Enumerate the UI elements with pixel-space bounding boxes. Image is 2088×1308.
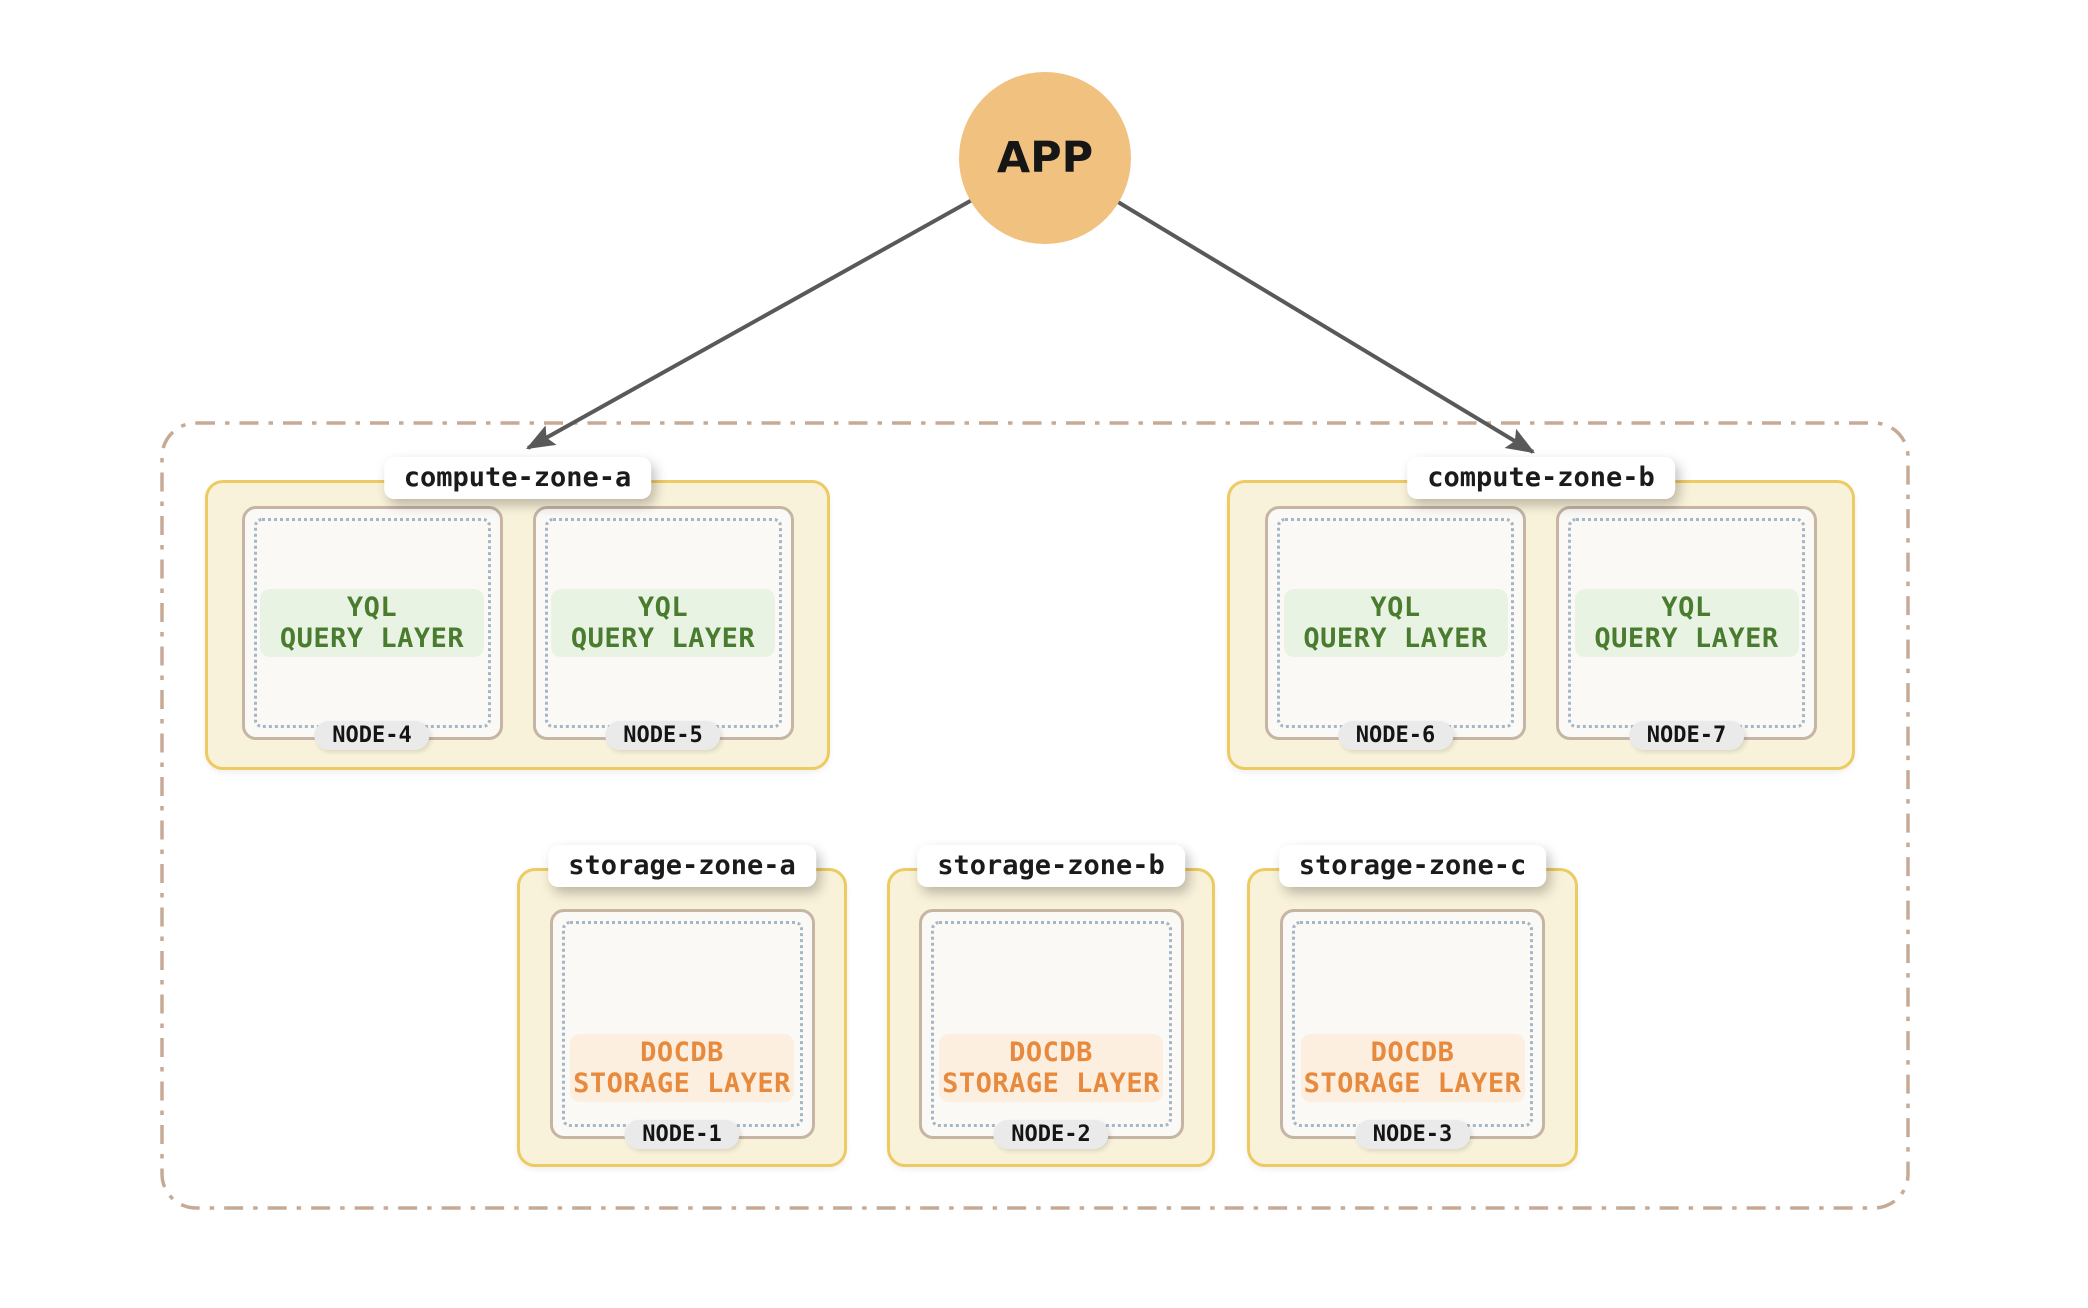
zone-storage-zone-b: storage-zone-b DOCDB STORAGE LAYER NODE-…	[887, 845, 1215, 1167]
zone-body: DOCDB STORAGE LAYER NODE-2	[890, 871, 1212, 1164]
layer-line1: YQL	[1370, 592, 1421, 623]
node-6-box: YQL QUERY LAYER NODE-6	[1265, 506, 1526, 750]
node-3-label: NODE-3	[1354, 1120, 1471, 1149]
arrow-app-to-compute-zone-a	[525, 198, 973, 450]
layer-line2: QUERY LAYER	[279, 623, 465, 654]
zone-storage-zone-a: storage-zone-a DOCDB STORAGE LAYER NODE-…	[517, 845, 847, 1167]
yql-query-layer-chip: YQL QUERY LAYER	[1283, 589, 1508, 657]
layer-line2: STORAGE LAYER	[942, 1068, 1160, 1099]
zone-body: YQL QUERY LAYER NODE-4 YQL QUERY LAYER N…	[208, 483, 827, 767]
arrow-app-to-compute-zone-b	[1116, 200, 1536, 454]
zone-body: DOCDB STORAGE LAYER NODE-3	[1250, 871, 1575, 1164]
node-6-label: NODE-6	[1337, 721, 1454, 750]
layer-line1: DOCDB	[1370, 1037, 1455, 1068]
layer-line2: QUERY LAYER	[1303, 623, 1488, 654]
layer-line1: DOCDB	[640, 1037, 724, 1068]
layer-line1: YQL	[1661, 592, 1712, 623]
layer-line1: DOCDB	[1009, 1037, 1093, 1068]
zone-label-storage-zone-c: storage-zone-c	[1278, 845, 1547, 887]
docdb-storage-layer-chip: DOCDB STORAGE LAYER	[1300, 1034, 1525, 1102]
node-2-box: DOCDB STORAGE LAYER NODE-2	[918, 909, 1184, 1149]
zone-label-storage-zone-a: storage-zone-a	[548, 845, 816, 887]
docdb-storage-layer-chip: DOCDB STORAGE LAYER	[570, 1034, 794, 1102]
yql-query-layer-chip: YQL QUERY LAYER	[551, 589, 775, 657]
layer-line2: QUERY LAYER	[570, 623, 756, 654]
zone-compute-zone-b: compute-zone-b YQL QUERY LAYER NODE-6 YQ…	[1227, 457, 1855, 770]
zone-label-storage-zone-b: storage-zone-b	[917, 845, 1185, 887]
node-7-box: YQL QUERY LAYER NODE-7	[1556, 506, 1817, 750]
layer-line1: YQL	[346, 592, 398, 623]
layer-line2: STORAGE LAYER	[573, 1068, 791, 1099]
zone-label-compute-zone-a: compute-zone-a	[383, 457, 652, 499]
node-2-label: NODE-2	[993, 1120, 1109, 1149]
cluster-boundary	[160, 421, 1910, 1210]
node-5-label: NODE-5	[605, 721, 721, 750]
node-4-box: YQL QUERY LAYER NODE-4	[241, 506, 503, 750]
node-4-label: NODE-4	[314, 721, 430, 750]
layer-line2: QUERY LAYER	[1594, 623, 1779, 654]
node-1-label: NODE-1	[624, 1120, 740, 1149]
yql-query-layer-chip: YQL QUERY LAYER	[1574, 589, 1799, 657]
zone-storage-zone-c: storage-zone-c DOCDB STORAGE LAYER NODE-…	[1247, 845, 1578, 1167]
zone-compute-zone-a: compute-zone-a YQL QUERY LAYER NODE-4 YQ…	[205, 457, 830, 770]
node-1-box: DOCDB STORAGE LAYER NODE-1	[549, 909, 815, 1149]
layer-line2: STORAGE LAYER	[1303, 1068, 1522, 1099]
zone-label-compute-zone-b: compute-zone-b	[1407, 457, 1675, 499]
yql-query-layer-chip: YQL QUERY LAYER	[260, 589, 484, 657]
zone-body: YQL QUERY LAYER NODE-6 YQL QUERY LAYER N…	[1230, 483, 1852, 767]
node-5-box: YQL QUERY LAYER NODE-5	[532, 506, 794, 750]
node-3-box: DOCDB STORAGE LAYER NODE-3	[1280, 909, 1545, 1149]
app-node: APP	[959, 72, 1131, 244]
app-label: APP	[996, 133, 1094, 183]
layer-line1: YQL	[637, 592, 689, 623]
zone-body: DOCDB STORAGE LAYER NODE-1	[520, 871, 844, 1164]
node-7-label: NODE-7	[1628, 721, 1745, 750]
docdb-storage-layer-chip: DOCDB STORAGE LAYER	[939, 1034, 1163, 1102]
